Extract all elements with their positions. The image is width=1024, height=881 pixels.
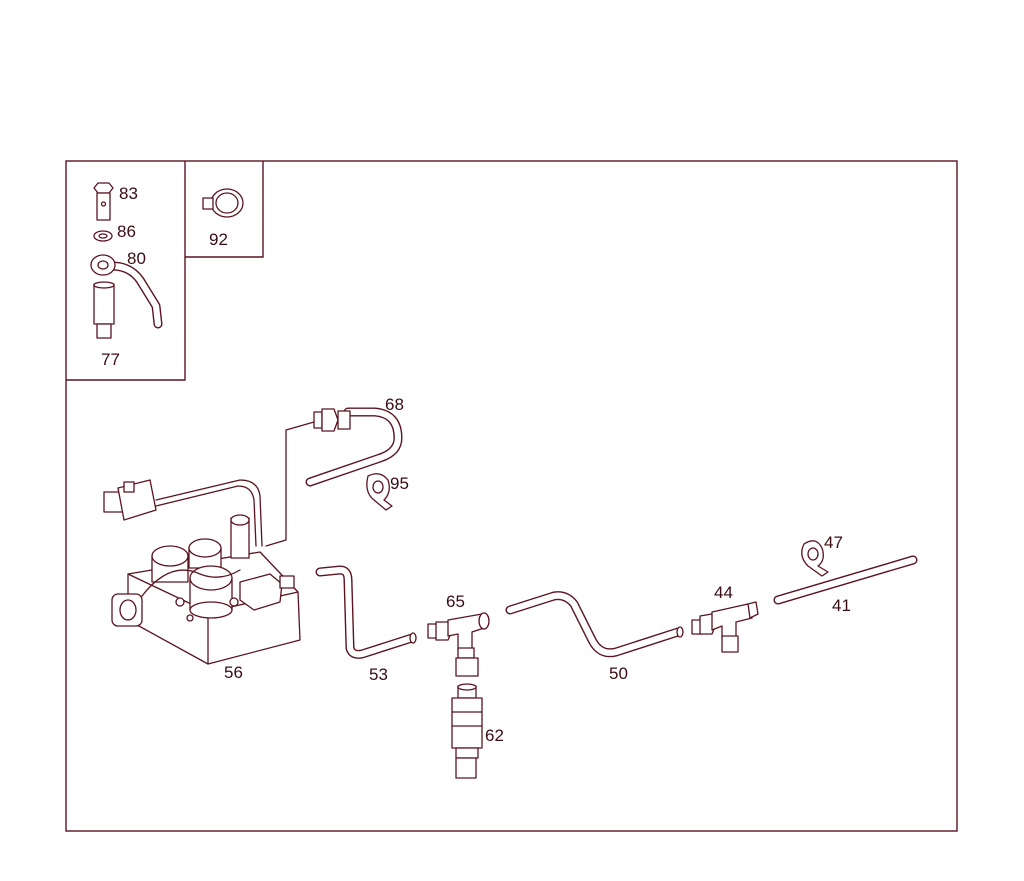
label-50: 50 [609,664,628,683]
label-92: 92 [209,230,228,249]
diagram-frame [65,160,958,832]
part-65-t-fitting [427,612,490,677]
label-53: 53 [369,665,388,684]
part-56-valve-block [103,421,315,665]
part-47-clip [801,540,829,577]
label-41: 41 [832,596,851,615]
label-65: 65 [446,592,465,611]
part-68-pipe [305,407,403,487]
part-92-clamp [202,188,244,218]
part-62-pressure-switch [451,683,483,779]
part-50-pipe [505,591,684,658]
part-41-pipe [773,555,918,605]
part-77-spacer [93,281,115,339]
part-labels: 83 86 80 77 92 68 95 56 53 65 62 50 44 4… [101,184,851,745]
label-62: 62 [485,726,504,745]
label-80: 80 [127,249,146,268]
part-44-t-fitting [691,601,759,653]
label-77: 77 [101,350,120,369]
label-47: 47 [824,533,843,552]
label-83: 83 [119,184,138,203]
label-44: 44 [714,583,733,602]
label-86: 86 [117,222,136,241]
label-56: 56 [224,663,243,682]
part-83-bolt [93,182,114,221]
part-80-banjo-fitting [90,254,163,329]
part-86-washer [93,230,113,242]
label-68: 68 [385,395,404,414]
part-53-pipe [315,565,417,659]
part-95-clip [366,473,393,511]
label-95: 95 [390,474,409,493]
